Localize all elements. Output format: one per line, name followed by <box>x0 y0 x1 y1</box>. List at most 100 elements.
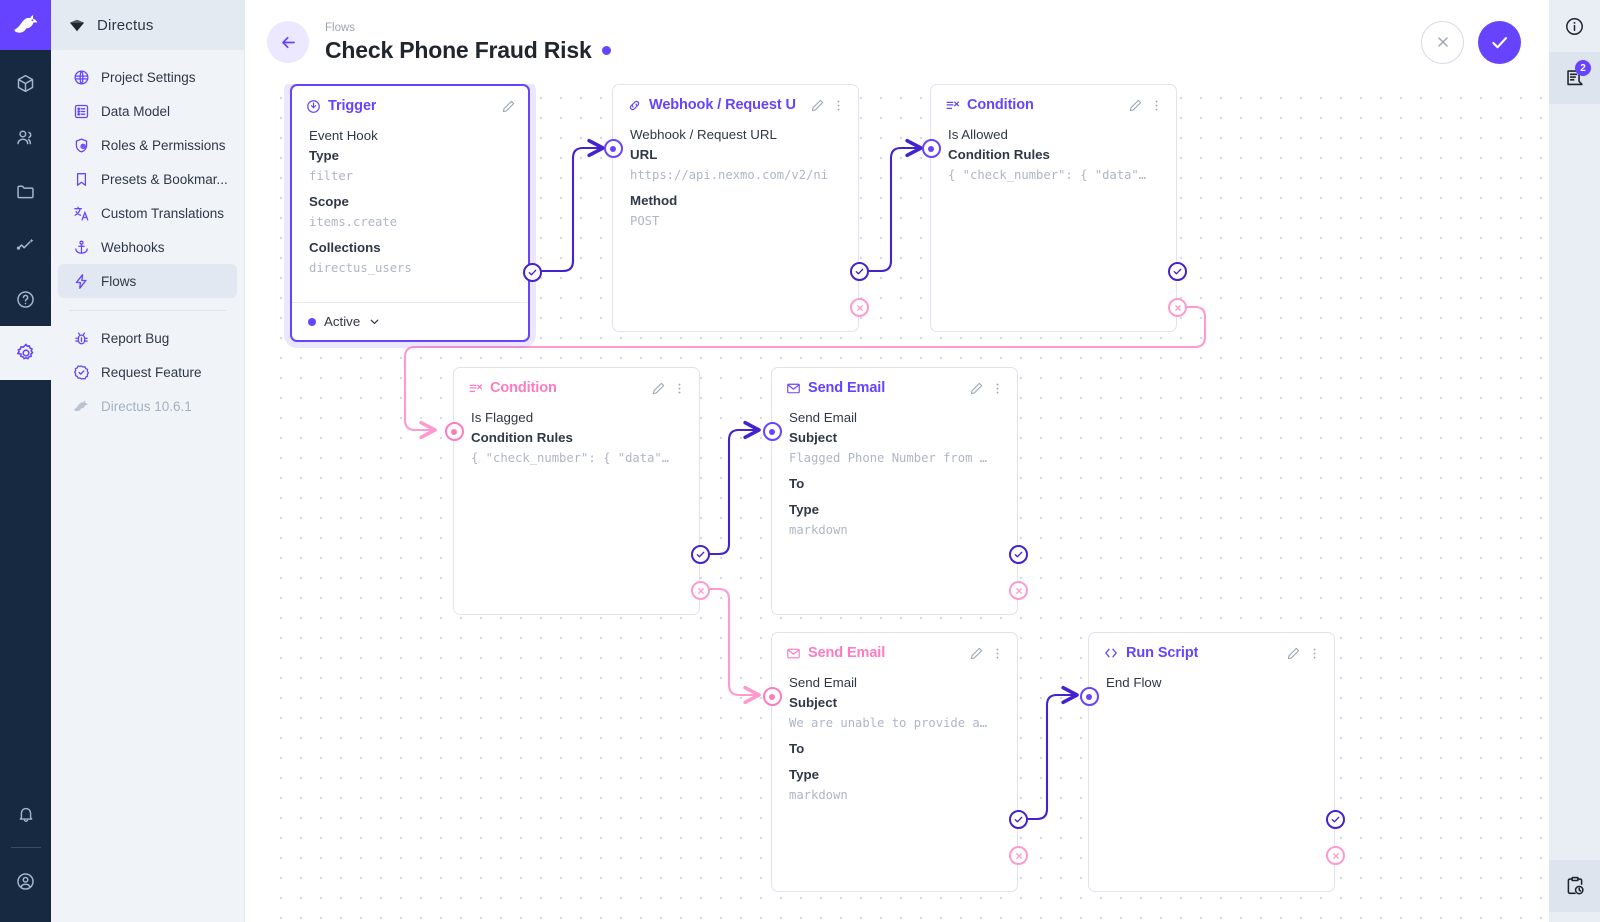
node-field-label: Scope <box>309 194 349 209</box>
globe-icon <box>72 68 90 86</box>
handle-input[interactable] <box>603 139 623 158</box>
edit-pencil-icon[interactable] <box>969 646 984 661</box>
list-box-icon <box>72 102 90 120</box>
sidebar-footer-list: Report Bug Request Feature Directus 10.6… <box>51 321 244 423</box>
info-circle-icon[interactable] <box>1549 0 1600 52</box>
bell-icon[interactable] <box>0 787 51 841</box>
handle-resolve[interactable] <box>1168 262 1187 281</box>
flow-node-send-email-flagged[interactable]: Send Email Send Email Subject Flagged Ph… <box>762 367 1028 615</box>
handle-resolve[interactable] <box>691 545 710 564</box>
sidebar-item-label: Webhooks <box>101 239 165 255</box>
handle-reject[interactable] <box>1168 298 1187 317</box>
settings-sidebar: Directus Project Settings Data Model Rol… <box>51 0 245 922</box>
handle-reject[interactable] <box>1009 846 1028 865</box>
more-options-icon[interactable] <box>831 98 846 113</box>
sidebar-item-report-bug[interactable]: Report Bug <box>58 321 237 355</box>
sidebar-item-label: Directus 10.6.1 <box>101 398 192 414</box>
users-icon[interactable] <box>0 110 51 164</box>
code-brackets-icon <box>1103 645 1119 661</box>
node-header: Run Script <box>1089 633 1334 673</box>
more-options-icon[interactable] <box>672 381 687 396</box>
back-button[interactable] <box>267 21 309 63</box>
sidebar-item-webhooks[interactable]: Webhooks <box>58 230 237 264</box>
logs-icon[interactable]: 2 <box>1549 52 1600 104</box>
node-operation-name: Is Allowed <box>948 127 1008 142</box>
sidebar-item-label: Report Bug <box>101 330 170 346</box>
chevron-down-icon[interactable] <box>368 315 381 328</box>
more-options-icon[interactable] <box>990 381 1005 396</box>
folder-icon[interactable] <box>0 164 51 218</box>
help-circle-icon[interactable] <box>0 272 51 326</box>
flow-node-run-script[interactable]: Run Script End Flow <box>1079 632 1345 892</box>
more-options-icon[interactable] <box>1307 646 1322 661</box>
sidebar-item-custom-translations[interactable]: Custom Translations <box>58 196 237 230</box>
handle-input[interactable] <box>444 422 464 441</box>
edit-pencil-icon[interactable] <box>651 381 666 396</box>
handle-reject[interactable] <box>691 581 710 600</box>
sidebar-item-presets-bookmarks[interactable]: Presets & Bookmar... <box>58 162 237 196</box>
node-header: Send Email <box>772 368 1017 408</box>
title-row: Check Phone Fraud Risk <box>325 37 611 64</box>
right-sidebar-bottom <box>1549 860 1600 922</box>
handle-resolve[interactable] <box>1009 545 1028 564</box>
cancel-button[interactable] <box>1421 20 1464 64</box>
handle-reject[interactable] <box>1326 846 1345 865</box>
flow-node-condition-is-allowed[interactable]: Condition Is Allowed Condition Rules { "… <box>921 84 1187 332</box>
handle-resolve[interactable] <box>1326 810 1345 829</box>
insights-icon[interactable] <box>0 218 51 272</box>
user-circle-icon[interactable] <box>0 854 51 908</box>
module-rail <box>0 0 51 922</box>
directus-rabbit-logo[interactable] <box>0 0 51 50</box>
sidebar-item-flows[interactable]: Flows <box>58 264 237 298</box>
node-header-actions <box>969 646 1005 661</box>
edit-pencil-icon[interactable] <box>1128 98 1143 113</box>
check-icon <box>1489 32 1510 53</box>
bookmark-icon <box>72 170 90 188</box>
sidebar-item-label: Flows <box>101 273 137 289</box>
flow-node-webhook[interactable]: Webhook / Request U Webhook / Request UR… <box>603 84 869 332</box>
handle-reject[interactable] <box>1009 581 1028 600</box>
directus-diamond-icon <box>68 16 86 34</box>
sidebar-header: Directus <box>51 0 244 50</box>
handle-input[interactable] <box>762 422 782 441</box>
trigger-status-bar[interactable]: Active <box>292 302 528 340</box>
gear-icon[interactable] <box>0 326 51 380</box>
sidebar-item-data-model[interactable]: Data Model <box>58 94 237 128</box>
rail-bottom-icons <box>0 787 51 922</box>
handle-resolve[interactable] <box>523 263 542 282</box>
sidebar-item-label: Request Feature <box>101 364 202 380</box>
node-header: Condition <box>454 368 699 408</box>
flow-node-send-email-unable[interactable]: Send Email Send Email Subject We are una… <box>762 632 1028 892</box>
handle-reject[interactable] <box>850 298 869 317</box>
node-field-label: Type <box>789 502 820 517</box>
handle-input[interactable] <box>762 687 782 706</box>
edit-pencil-icon[interactable] <box>501 99 516 114</box>
node-field-value: { "check_number": { "data"… <box>471 451 670 465</box>
edit-pencil-icon[interactable] <box>810 98 825 113</box>
flow-canvas[interactable]: Trigger Event Hook Type filter Scope ite… <box>267 84 1549 922</box>
flow-node-trigger[interactable]: Trigger Event Hook Type filter Scope ite… <box>290 84 542 342</box>
flow-node-condition-is-flagged[interactable]: Condition Is Flagged Condition Rules { "… <box>444 367 710 615</box>
clipboard-clock-icon[interactable] <box>1549 860 1600 912</box>
more-options-icon[interactable] <box>990 646 1005 661</box>
node-title: Condition <box>967 97 1034 113</box>
node-body: Is Allowed Condition Rules { "check_numb… <box>931 125 1176 197</box>
status-dot <box>308 317 316 326</box>
sidebar-item-project-settings[interactable]: Project Settings <box>58 60 237 94</box>
node-title: Trigger <box>328 98 377 114</box>
sidebar-item-label: Data Model <box>101 103 171 119</box>
sidebar-item-roles-permissions[interactable]: Roles & Permissions <box>58 128 237 162</box>
sidebar-item-request-feature[interactable]: Request Feature <box>58 355 237 389</box>
more-options-icon[interactable] <box>1149 98 1164 113</box>
box-icon[interactable] <box>0 56 51 110</box>
edit-pencil-icon[interactable] <box>969 381 984 396</box>
mail-icon <box>786 646 801 661</box>
handle-resolve[interactable] <box>850 262 869 281</box>
edit-pencil-icon[interactable] <box>1286 646 1301 661</box>
handle-input[interactable] <box>921 139 941 158</box>
breadcrumb[interactable]: Flows <box>325 21 356 34</box>
node-header-actions <box>1128 98 1164 113</box>
handle-input[interactable] <box>1079 687 1099 706</box>
handle-resolve[interactable] <box>1009 810 1028 829</box>
save-button[interactable] <box>1478 20 1521 64</box>
